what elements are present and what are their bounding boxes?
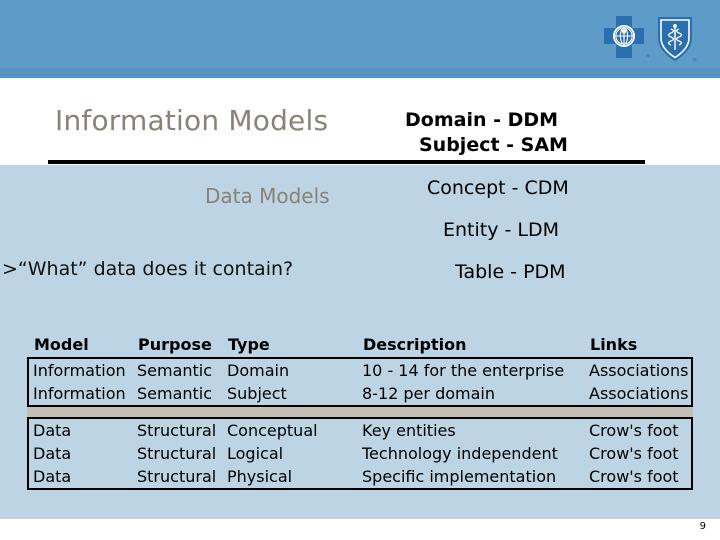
right-line-concept-cdm: Concept - CDM xyxy=(427,177,569,199)
cell-purpose: Structural xyxy=(137,467,217,486)
column-header-model: Model xyxy=(34,335,89,354)
cell-model: Data xyxy=(33,467,72,486)
cell-description: Key entities xyxy=(362,421,456,440)
footer-panel xyxy=(0,519,720,540)
page-title-information-models: Information Models xyxy=(55,104,329,137)
cell-purpose: Semantic xyxy=(137,361,213,380)
cell-description: Technology independent xyxy=(362,444,558,463)
table-row: Data Structural Physical Specific implem… xyxy=(29,465,691,488)
cell-purpose: Structural xyxy=(137,421,217,440)
blue-shield-icon: ® xyxy=(658,17,697,64)
upper-white-panel xyxy=(0,78,720,165)
svg-text:®: ® xyxy=(692,57,697,64)
column-header-purpose: Purpose xyxy=(138,335,212,354)
cell-description: 10 - 14 for the enterprise xyxy=(362,361,565,380)
cell-links: Associations xyxy=(589,361,689,380)
table-header-row: Model Purpose Type Description Links xyxy=(27,333,693,357)
cell-links: Crow's foot xyxy=(589,444,679,463)
cell-type: Conceptual xyxy=(227,421,318,440)
cell-model: Data xyxy=(33,421,72,440)
table-row: Information Semantic Domain 10 - 14 for … xyxy=(29,359,691,382)
title-divider-rule xyxy=(48,160,645,164)
table-row: Data Structural Logical Technology indep… xyxy=(29,442,691,465)
table-group-information: Information Semantic Domain 10 - 14 for … xyxy=(27,357,693,407)
cell-type: Subject xyxy=(227,384,287,403)
cell-purpose: Structural xyxy=(137,444,217,463)
right-line-subject-sam: Subject - SAM xyxy=(419,134,568,156)
cell-description: 8-12 per domain xyxy=(362,384,495,403)
model-comparison-table: Model Purpose Type Description Links Inf… xyxy=(27,333,693,490)
subtitle-data-models: Data Models xyxy=(205,184,330,208)
table-group-separator xyxy=(27,407,693,417)
blue-cross-icon: ® xyxy=(604,16,651,60)
page-number: 9 xyxy=(699,521,706,532)
header-band xyxy=(0,0,720,68)
cell-type: Domain xyxy=(227,361,290,380)
cell-model: Data xyxy=(33,444,72,463)
right-line-domain-ddm: Domain - DDM xyxy=(405,109,559,131)
cell-model: Information xyxy=(33,384,126,403)
cell-description: Specific implementation xyxy=(362,467,557,486)
cell-model: Information xyxy=(33,361,126,380)
blue-cross-blue-shield-logo: ® ® xyxy=(600,14,698,66)
table-row: Data Structural Conceptual Key entities … xyxy=(29,419,691,442)
right-line-table-pdm: Table - PDM xyxy=(455,261,566,283)
cell-type: Physical xyxy=(227,467,293,486)
table-row: Information Semantic Subject 8-12 per do… xyxy=(29,382,691,405)
cell-links: Associations xyxy=(589,384,689,403)
svg-text:®: ® xyxy=(646,53,651,60)
column-header-links: Links xyxy=(590,335,638,354)
table-group-data: Data Structural Conceptual Key entities … xyxy=(27,417,693,490)
bullet-what-data: >“What” data does it contain? xyxy=(2,258,294,280)
cell-type: Logical xyxy=(227,444,284,463)
header-band-accent-stripe xyxy=(0,68,720,78)
cell-links: Crow's foot xyxy=(589,421,679,440)
column-header-type: Type xyxy=(228,335,270,354)
column-header-description: Description xyxy=(363,335,467,354)
cell-links: Crow's foot xyxy=(589,467,679,486)
cell-purpose: Semantic xyxy=(137,384,213,403)
right-line-entity-ldm: Entity - LDM xyxy=(443,219,560,241)
